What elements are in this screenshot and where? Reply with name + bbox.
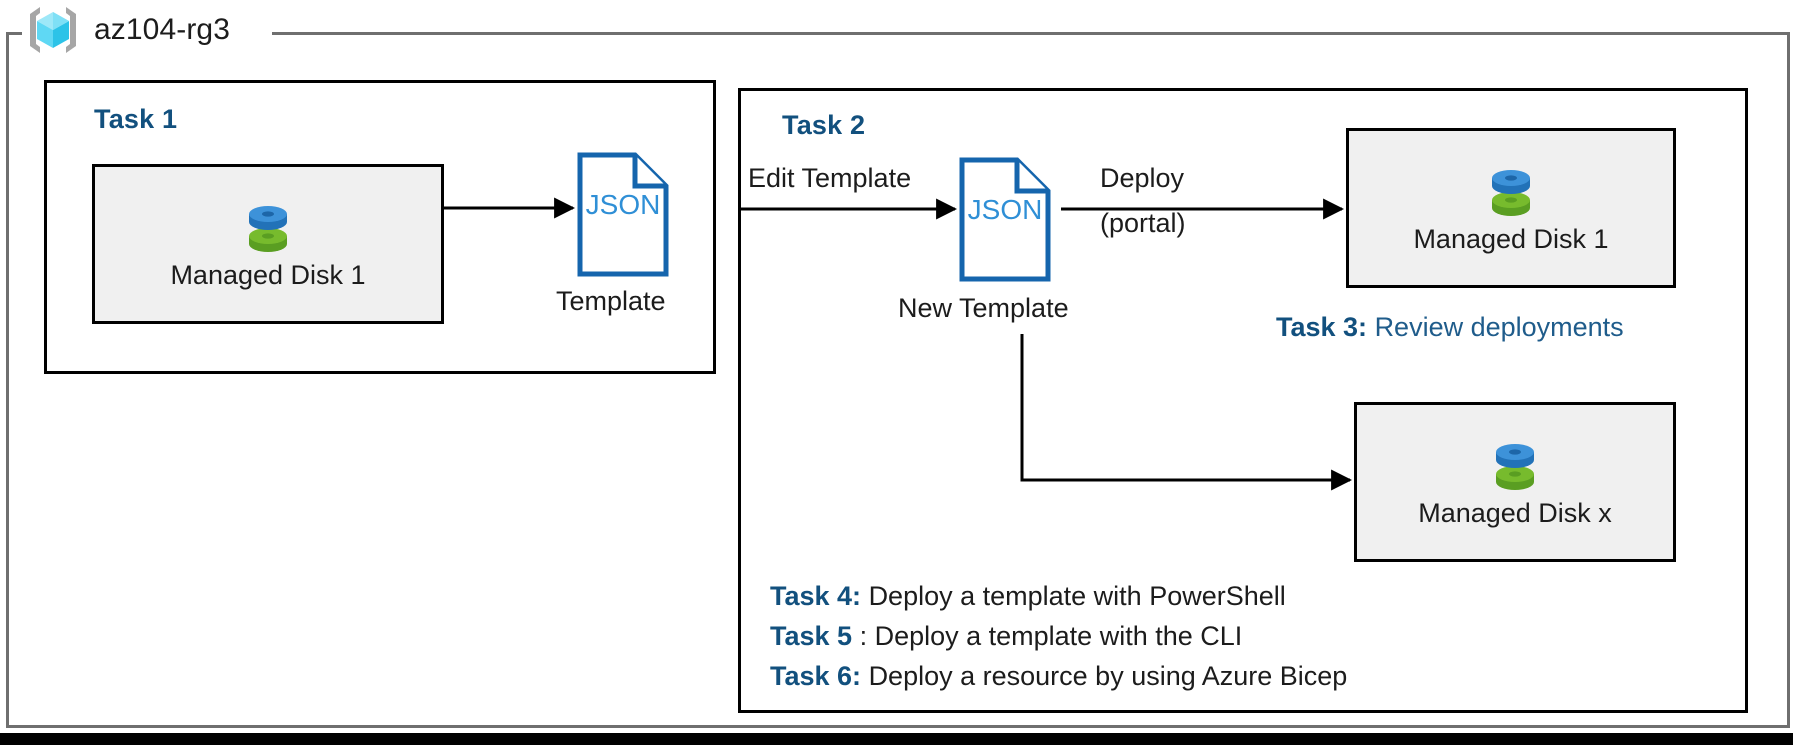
- task-6-note: Task 6: Deploy a resource by using Azure…: [770, 663, 1347, 690]
- svg-text:JSON: JSON: [586, 189, 661, 220]
- task-6-tag: Task 6:: [770, 661, 862, 691]
- resource-group-name: az104-rg3: [94, 13, 230, 46]
- resource-managed-disk-1-deployed: Managed Disk 1: [1346, 128, 1676, 288]
- task-6-text: Deploy a resource by using Azure Bicep: [868, 661, 1348, 691]
- task-4-tag: Task 4:: [770, 581, 862, 611]
- resource-managed-disk-1: Managed Disk 1: [92, 164, 444, 324]
- resource-managed-disk-x: Managed Disk x: [1354, 402, 1676, 562]
- task-1-group-box: [44, 80, 716, 374]
- template-caption: Template: [556, 286, 666, 316]
- managed-disk-icon: [1483, 164, 1539, 222]
- json-file-icon: JSON: [959, 157, 1051, 282]
- resource-label: Managed Disk x: [1418, 497, 1612, 528]
- task-5-tag: Task 5: [770, 621, 853, 651]
- task-4-text: Deploy a template with PowerShell: [868, 581, 1286, 611]
- task-4-note: Task 4: Deploy a template with PowerShel…: [770, 583, 1286, 610]
- bottom-bar: [0, 733, 1793, 745]
- task-2-heading: Task 2: [782, 110, 866, 140]
- json-file-icon: JSON: [577, 152, 669, 277]
- connector-deploy-disk-x: [1020, 334, 1353, 491]
- deploy-label: Deploy: [1100, 163, 1185, 193]
- managed-disk-icon: [1487, 438, 1543, 496]
- task-3-note: Task 3: Review deployments: [1276, 314, 1624, 341]
- task-3-tag: Task 3:: [1276, 312, 1368, 342]
- task-3-text: Review deployments: [1374, 312, 1624, 342]
- new-template-caption: New Template: [898, 293, 1069, 323]
- task-1-heading: Task 1: [94, 104, 178, 134]
- resource-group-frame: [6, 32, 1790, 728]
- edit-template-label: Edit Template: [748, 163, 912, 193]
- resource-label: Managed Disk 1: [1413, 223, 1609, 254]
- task-2-group-box: [738, 88, 1748, 713]
- resource-group-header: az104-rg3: [26, 2, 230, 58]
- task-5-note: Task 5 : Deploy a template with the CLI: [770, 623, 1242, 650]
- svg-text:JSON: JSON: [968, 194, 1043, 225]
- resource-label: Managed Disk 1: [170, 259, 366, 290]
- resource-group-cube-icon: [26, 4, 80, 56]
- managed-disk-icon: [240, 200, 296, 258]
- task-5-text: : Deploy a template with the CLI: [859, 621, 1243, 651]
- deploy-portal-label: (portal): [1100, 208, 1186, 238]
